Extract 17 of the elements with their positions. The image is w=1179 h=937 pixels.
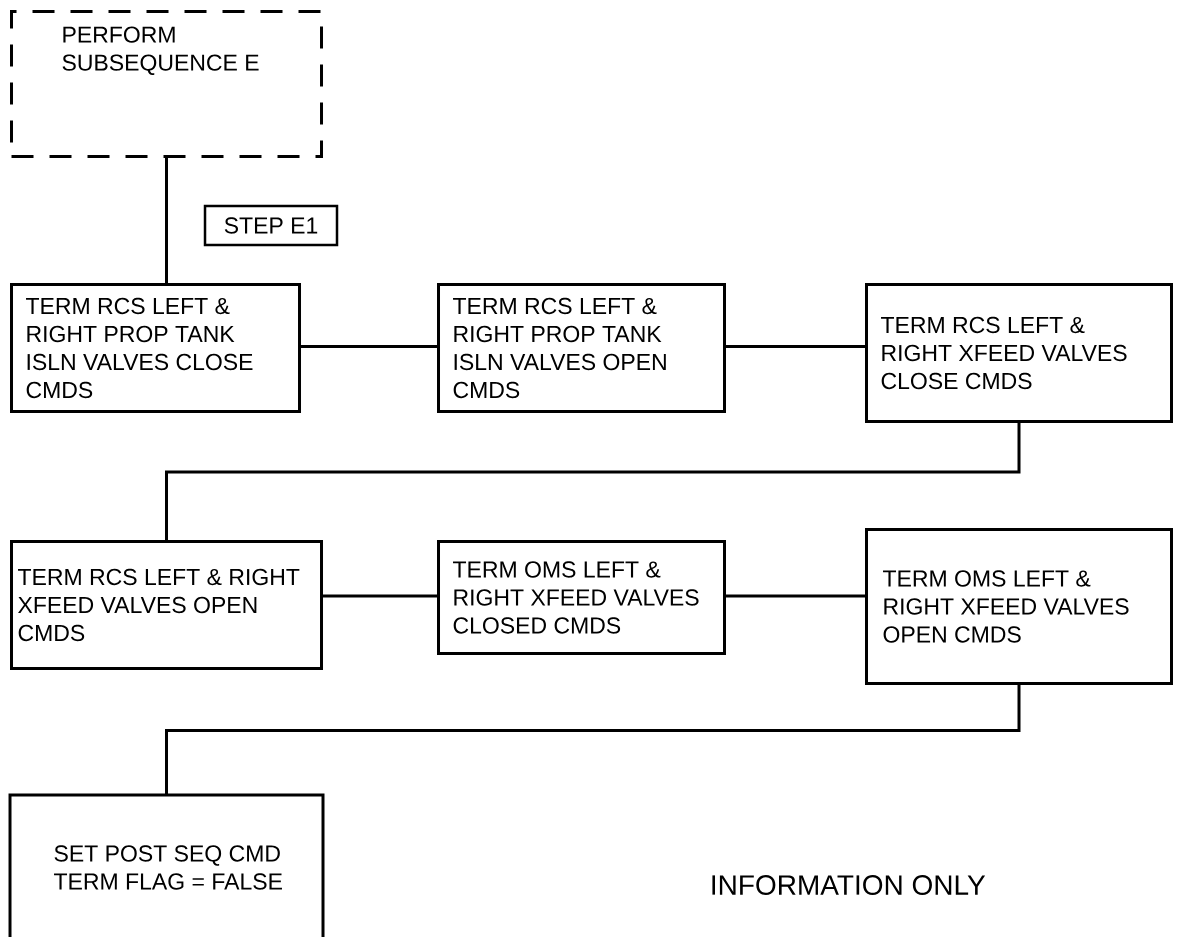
connector-line xyxy=(301,345,437,348)
process-box: TERM RCS LEFT & RIGHT XFEED VALVES CLOSE CMDS xyxy=(865,283,1173,423)
process-box: TERM OMS LEFT & RIGHT XFEED VALVES CLOSED CMDS xyxy=(437,540,726,655)
note-text: INFORMATION ONLY xyxy=(712,875,986,895)
subsequence-box: PERFORM SUBSEQUENCE E xyxy=(10,10,323,158)
connector-line xyxy=(165,685,1021,795)
process-box: TERM RCS LEFT & RIGHT PROP TANK ISLN VALVES CLOSE CMDS xyxy=(10,283,301,413)
process-box: TERM OMS LEFT & RIGHT XFEED VALVES OPEN CMDS xyxy=(865,528,1173,685)
connector-line xyxy=(726,345,865,348)
connector-line xyxy=(726,594,865,598)
connector-line xyxy=(165,158,168,283)
connector-line xyxy=(323,594,437,598)
process-box: SET POST SEQ CMD TERM FLAG = FALSE xyxy=(8,793,325,937)
process-box: TERM RCS LEFT & RIGHT PROP TANK ISLN VALVES OPEN CMDS xyxy=(437,283,726,413)
step-box: STEP E1 xyxy=(203,204,339,247)
process-box: TERM RCS LEFT & RIGHT XFEED VALVES OPEN CMDS xyxy=(10,540,323,670)
connector-line xyxy=(165,423,1021,540)
